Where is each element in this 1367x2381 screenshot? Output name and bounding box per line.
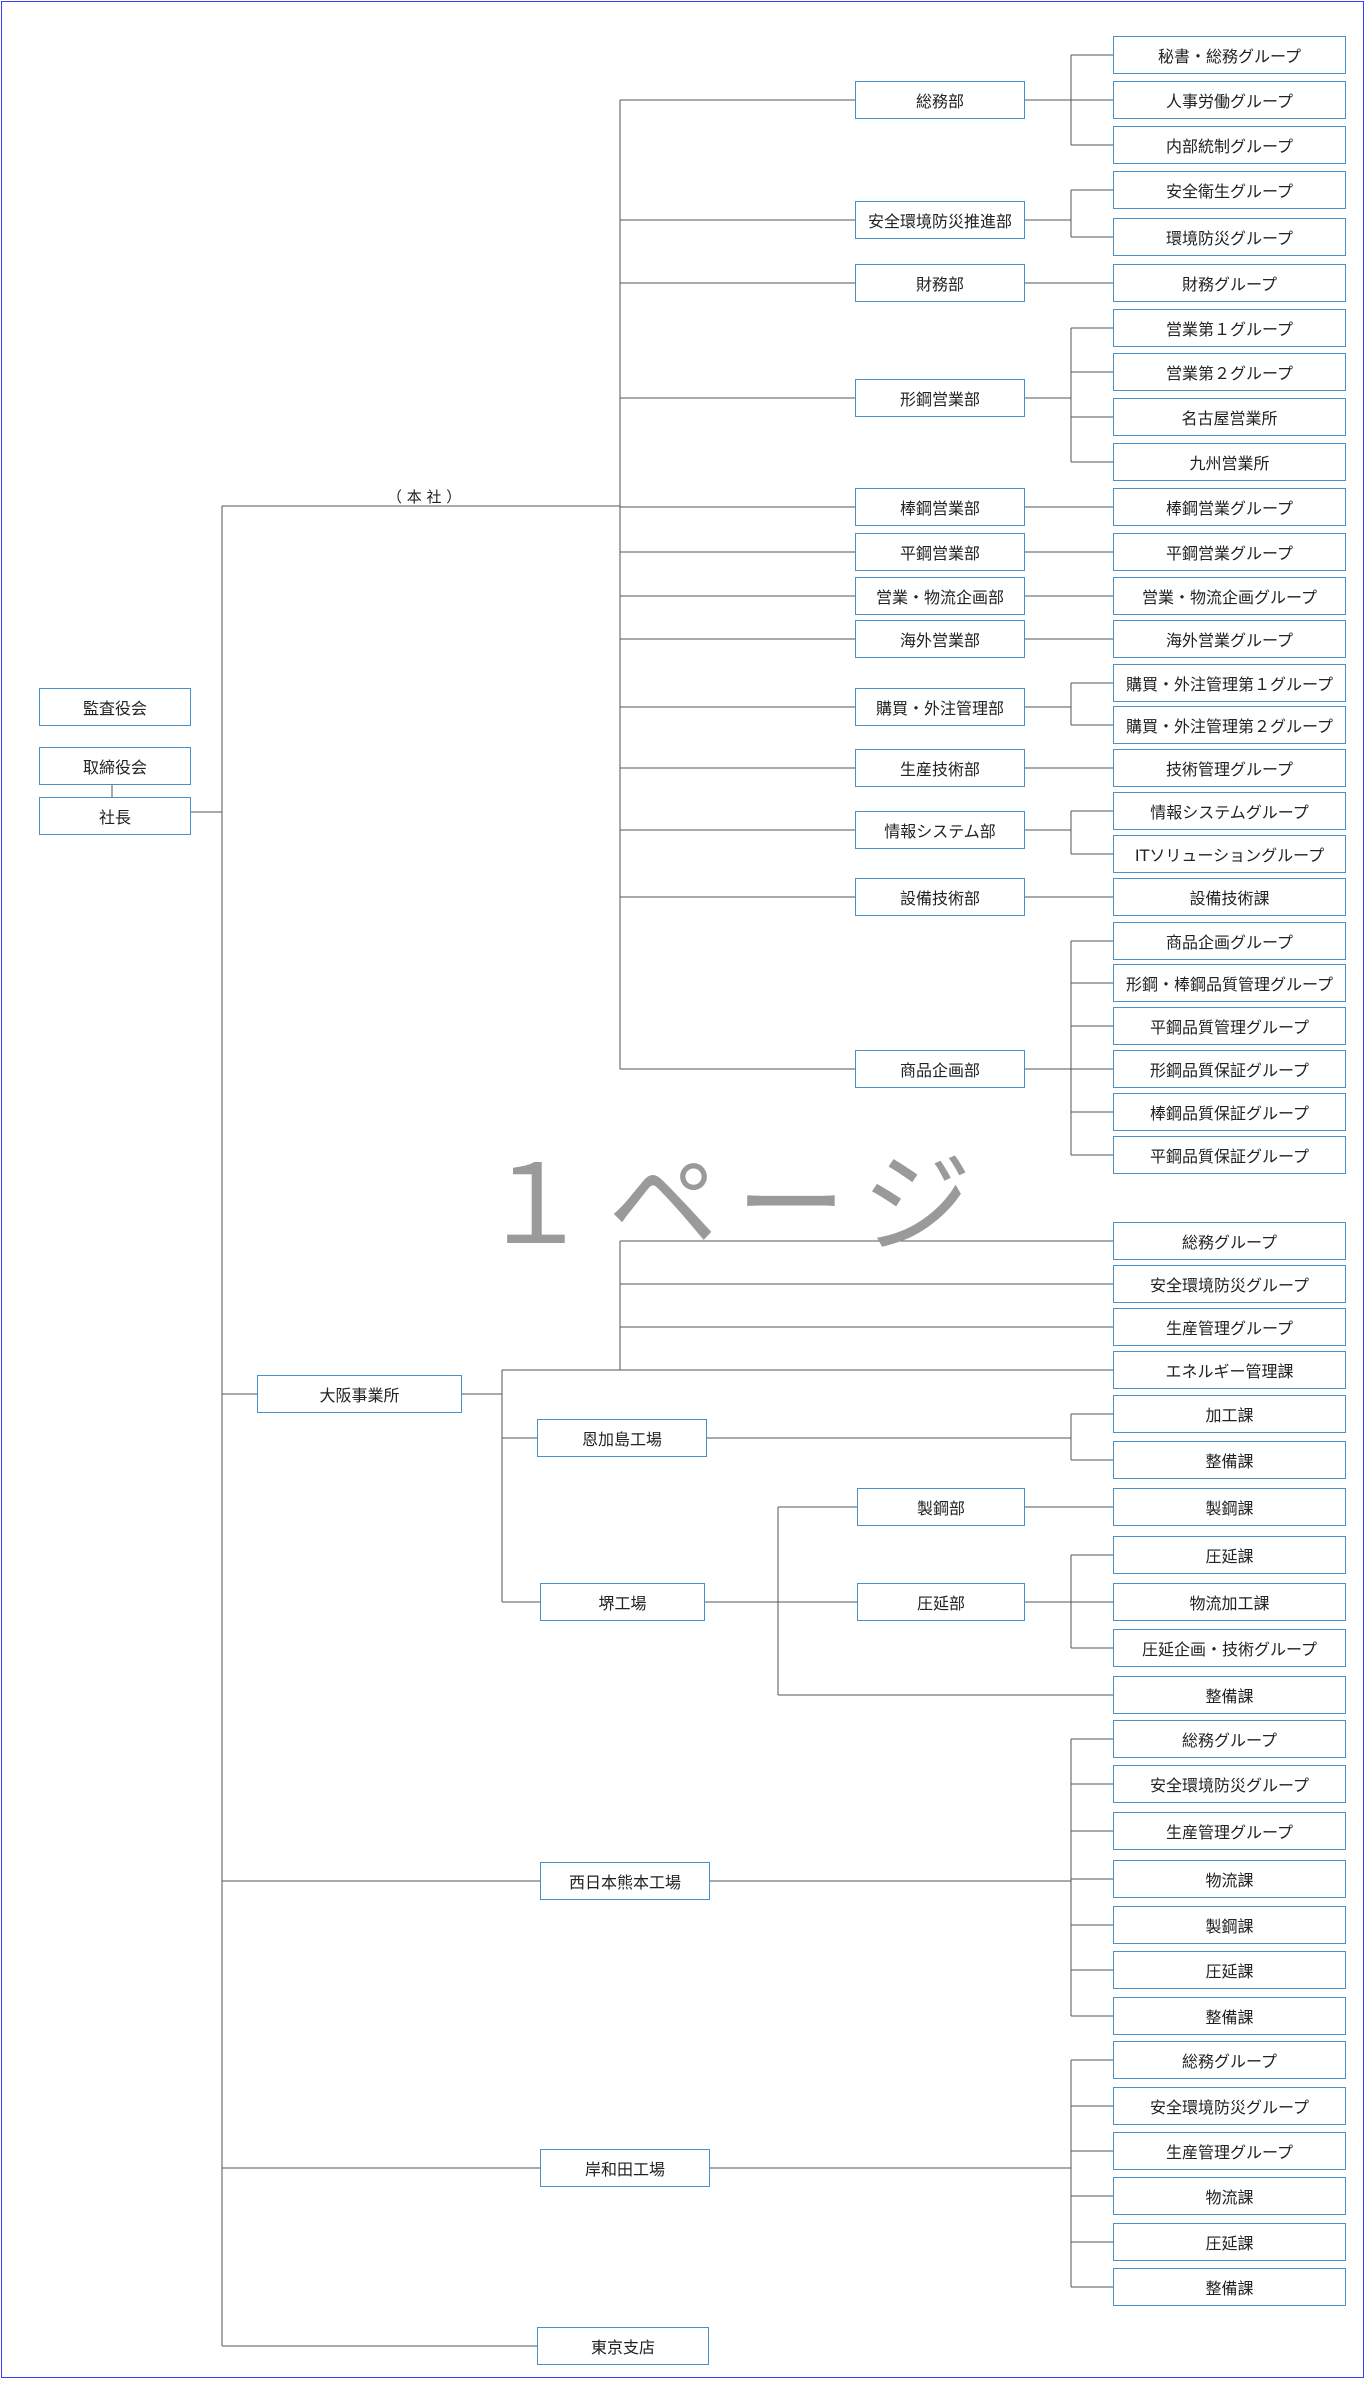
- group-box: 設備技術課: [1113, 878, 1346, 916]
- group-box: 生産管理グループ: [1113, 1308, 1346, 1346]
- onkajima-plant-box: 恩加島工場: [537, 1419, 707, 1457]
- group-box: 内部統制グループ: [1113, 126, 1346, 164]
- group-box: 総務グループ: [1113, 2041, 1346, 2079]
- group-box: 総務グループ: [1113, 1720, 1346, 1758]
- group-box: 購買・外注管理第２グループ: [1113, 706, 1346, 744]
- group-box: 平鋼営業グループ: [1113, 533, 1346, 571]
- group-box: 物流課: [1113, 1860, 1346, 1898]
- dept-box: 平鋼営業部: [855, 533, 1025, 571]
- group-box: 圧延課: [1113, 1536, 1346, 1574]
- group-box: 物流加工課: [1113, 1583, 1346, 1621]
- group-box: 平鋼品質管理グループ: [1113, 1007, 1346, 1045]
- group-box: 物流課: [1113, 2177, 1346, 2215]
- dept-box: 購買・外注管理部: [855, 688, 1025, 726]
- group-box: 海外営業グループ: [1113, 620, 1346, 658]
- group-box: 安全衛生グループ: [1113, 171, 1346, 209]
- group-box: 情報システムグループ: [1113, 792, 1346, 830]
- dept-box: 海外営業部: [855, 620, 1025, 658]
- dept-box: 営業・物流企画部: [855, 577, 1025, 615]
- group-box: 製鋼課: [1113, 1906, 1346, 1944]
- group-box: 整備課: [1113, 1441, 1346, 1479]
- group-box: 棒鋼営業グループ: [1113, 488, 1346, 526]
- sakai-plant-box: 堺工場: [540, 1583, 705, 1621]
- group-box: 財務グループ: [1113, 264, 1346, 302]
- group-box: 技術管理グループ: [1113, 749, 1346, 787]
- honsha-tag: （ 本 社 ）: [387, 488, 462, 506]
- dept-box: 形鋼営業部: [855, 379, 1025, 417]
- group-box: 営業・物流企画グループ: [1113, 577, 1346, 615]
- dept-box: 情報システム部: [855, 811, 1025, 849]
- group-box: 圧延課: [1113, 2223, 1346, 2261]
- group-box: 名古屋営業所: [1113, 398, 1346, 436]
- group-box: 購買・外注管理第１グループ: [1113, 664, 1346, 702]
- group-box: 整備課: [1113, 1997, 1346, 2035]
- group-box: 安全環境防災グループ: [1113, 2087, 1346, 2125]
- group-box: 生産管理グループ: [1113, 2132, 1346, 2170]
- osaka-office-box: 大阪事業所: [257, 1375, 462, 1413]
- group-box: 安全環境防災グループ: [1113, 1765, 1346, 1803]
- group-box: 九州営業所: [1113, 443, 1346, 481]
- atsuen-dept-box: 圧延部: [857, 1583, 1025, 1621]
- dept-box: 安全環境防災推進部: [855, 201, 1025, 239]
- dept-box: 棒鋼営業部: [855, 488, 1025, 526]
- group-box: 秘書・総務グループ: [1113, 36, 1346, 74]
- president-box: 社長: [39, 797, 191, 835]
- kumamoto-plant-box: 西日本熊本工場: [540, 1862, 710, 1900]
- group-box: 形鋼品質保証グループ: [1113, 1050, 1346, 1088]
- group-box: 形鋼・棒鋼品質管理グループ: [1113, 964, 1346, 1002]
- tokyo-branch-box: 東京支店: [537, 2327, 709, 2365]
- group-box: エネルギー管理課: [1113, 1351, 1346, 1389]
- group-box: 圧延企画・技術グループ: [1113, 1629, 1346, 1667]
- dept-box: 生産技術部: [855, 749, 1025, 787]
- group-box: 人事労働グループ: [1113, 81, 1346, 119]
- group-box: 営業第２グループ: [1113, 353, 1346, 391]
- group-box: 生産管理グループ: [1113, 1812, 1346, 1850]
- kishiwada-plant-box: 岸和田工場: [540, 2149, 710, 2187]
- dept-box: 設備技術部: [855, 878, 1025, 916]
- dept-box: 総務部: [855, 81, 1025, 119]
- dept-box: 財務部: [855, 264, 1025, 302]
- kansa-board-box: 監査役会: [39, 688, 191, 726]
- dept-box: 商品企画部: [855, 1050, 1025, 1088]
- group-box: 営業第１グループ: [1113, 309, 1346, 347]
- group-box: 整備課: [1113, 1676, 1346, 1714]
- group-box: 総務グループ: [1113, 1222, 1346, 1260]
- group-box: 圧延課: [1113, 1951, 1346, 1989]
- group-box: 棒鋼品質保証グループ: [1113, 1093, 1346, 1131]
- group-box: 安全環境防災グループ: [1113, 1265, 1346, 1303]
- group-box: 平鋼品質保証グループ: [1113, 1136, 1346, 1174]
- group-box: 加工課: [1113, 1395, 1346, 1433]
- board-of-directors-box: 取締役会: [39, 747, 191, 785]
- group-box: 環境防災グループ: [1113, 218, 1346, 256]
- group-box: 商品企画グループ: [1113, 922, 1346, 960]
- group-box: 製鋼課: [1113, 1488, 1346, 1526]
- group-box: ITソリューショングループ: [1113, 835, 1346, 873]
- group-box: 整備課: [1113, 2268, 1346, 2306]
- seiko-dept-box: 製鋼部: [857, 1488, 1025, 1526]
- page-watermark: １ページ: [480, 1141, 990, 1269]
